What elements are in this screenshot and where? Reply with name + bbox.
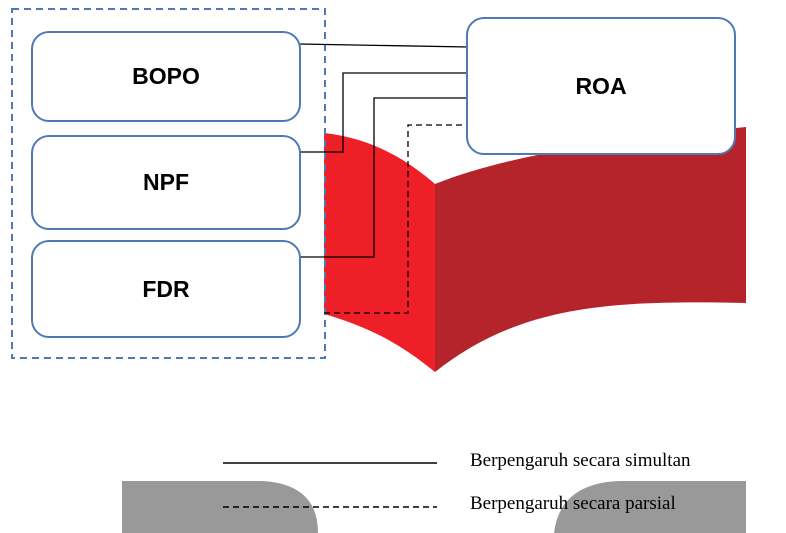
legend-shape-right (554, 481, 746, 533)
box-bopo: BOPO (31, 31, 301, 122)
connector-npf-roa (299, 72, 469, 153)
ribbon-dark-panel (435, 127, 746, 372)
label-fdr: FDR (142, 275, 190, 302)
box-npf: NPF (31, 135, 301, 230)
box-roa: ROA (466, 17, 736, 155)
label-roa: ROA (575, 72, 627, 99)
label-npf: NPF (143, 169, 189, 195)
connector-partial-roa (324, 124, 469, 314)
legend-partial-text: Berpengaruh secara parsial (470, 493, 676, 514)
legend-simultaneous-text: Berpengaruh secara simultan (470, 450, 691, 471)
legend-shape-left (122, 481, 318, 533)
label-bopo: BOPO (132, 63, 200, 89)
independent-variables-group (11, 8, 326, 359)
connector-bopo-roa (298, 43, 470, 48)
ribbon-light-panel (324, 133, 435, 372)
box-fdr: FDR (31, 240, 301, 338)
connector-fdr-roa (299, 97, 469, 258)
